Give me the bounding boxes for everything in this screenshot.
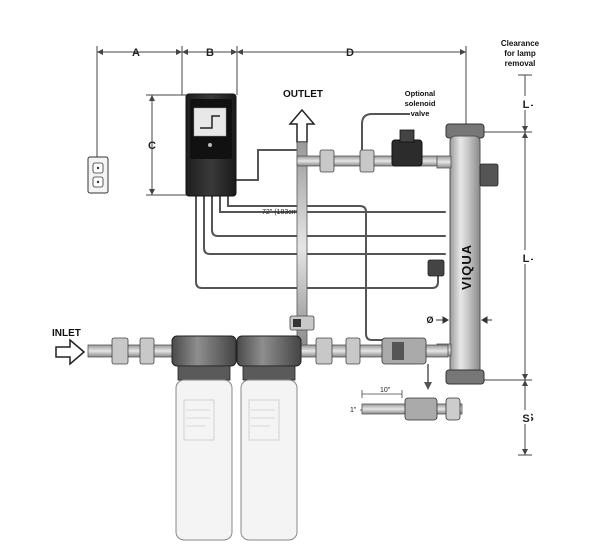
dimension-s-label-fg: S (522, 413, 529, 425)
dimension-b-label: B (206, 47, 214, 59)
wall-outlet (87, 156, 109, 194)
controller-cables (195, 149, 446, 341)
dimension-l-main-label-fg: L (523, 253, 530, 265)
uv-chamber (427, 123, 499, 385)
diameter-label: Ø (426, 315, 433, 325)
dimension-c-label: C (148, 140, 156, 152)
brand-logo-text: VIQUA (459, 244, 474, 290)
controller-unit (185, 93, 237, 197)
solenoid-valve (361, 113, 423, 167)
sensor-pipe-label: 1" (350, 407, 357, 414)
outlet-pipe (289, 141, 438, 353)
cable-length-label: 72" (183cm) (262, 209, 300, 216)
clearance-note-line-1: Clearance (501, 39, 540, 48)
solenoid-label-line-2: solenoid (405, 99, 436, 108)
diameter-marker (436, 316, 492, 324)
solenoid-label-line-3: valve (411, 109, 430, 118)
clearance-note-line-2: for lamp (504, 49, 536, 58)
filter-housing-2 (236, 335, 302, 541)
outlet-label: OUTLET (283, 89, 323, 100)
dimension-d-label: D (346, 47, 354, 59)
sensor-spacing-label: 10" (380, 387, 391, 394)
dimension-a-label: A (132, 47, 140, 59)
outlet-arrow-icon (288, 108, 316, 143)
dimension-ticks (97, 49, 528, 455)
flow-sensor-detail (360, 364, 463, 421)
inlet-arrow-icon (55, 338, 86, 366)
solenoid-label-line-1: Optional (405, 89, 435, 98)
inlet-label: INLET (52, 328, 81, 339)
clearance-note-line-3: removal (505, 59, 536, 68)
filter-housing-1 (171, 335, 237, 541)
dimension-l-top-label-fg: L (523, 99, 530, 111)
